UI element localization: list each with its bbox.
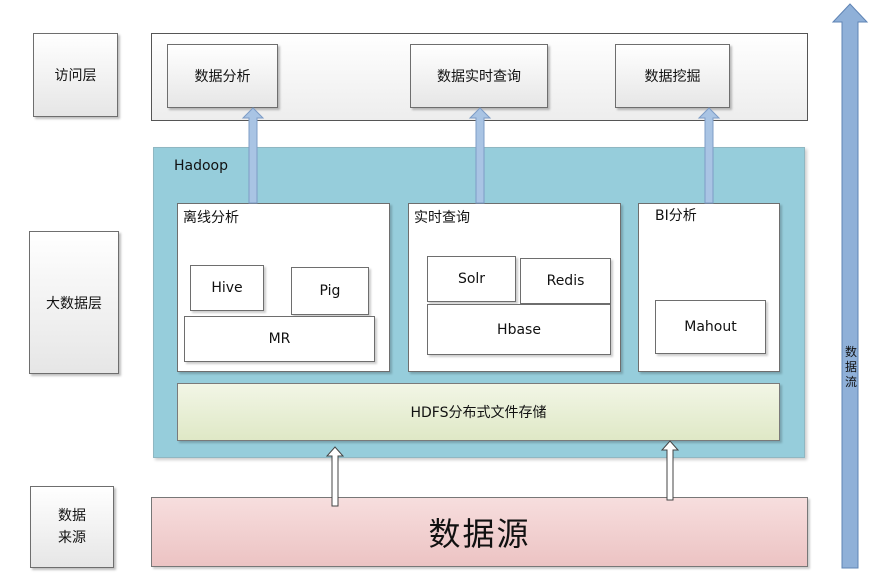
bigdata-layer-text: 大数据层 <box>46 295 102 312</box>
offline-analysis-title: 离线分析 <box>183 210 239 226</box>
access-item-data-analysis: 数据分析 <box>167 44 278 108</box>
pig-box: Pig <box>291 267 369 315</box>
hbase-box: Hbase <box>427 304 611 355</box>
dataflow-arrow-icon <box>831 3 869 569</box>
redis-box: Redis <box>520 258 611 304</box>
data-source: 数据源 <box>151 497 808 567</box>
bi-analysis-title: BI分析 <box>655 208 697 224</box>
hadoop-title: Hadoop <box>174 158 229 174</box>
up-arrow-icon <box>325 446 345 507</box>
source-layer-label: 数据来源 <box>30 486 114 568</box>
realtime-query-title: 实时查询 <box>414 210 470 226</box>
mr-box: MR <box>184 316 375 362</box>
solr-box: Solr <box>427 256 516 302</box>
hdfs-storage: HDFS分布式文件存储 <box>177 383 780 441</box>
up-arrow-icon <box>697 107 721 204</box>
mahout-box: Mahout <box>655 300 766 354</box>
source-layer-text: 数据来源 <box>58 508 86 546</box>
access-layer-label: 访问层 <box>33 33 118 117</box>
up-arrow-icon <box>468 107 492 204</box>
access-item-data-mining: 数据挖掘 <box>615 44 730 108</box>
access-item-realtime-query: 数据实时查询 <box>410 44 548 108</box>
up-arrow-icon <box>660 440 680 501</box>
up-arrow-icon <box>241 107 265 204</box>
bigdata-layer-label: 大数据层 <box>29 231 119 374</box>
access-layer-text: 访问层 <box>54 68 97 84</box>
hive-box: Hive <box>190 265 264 311</box>
dataflow-label: 数据流 <box>844 345 857 389</box>
